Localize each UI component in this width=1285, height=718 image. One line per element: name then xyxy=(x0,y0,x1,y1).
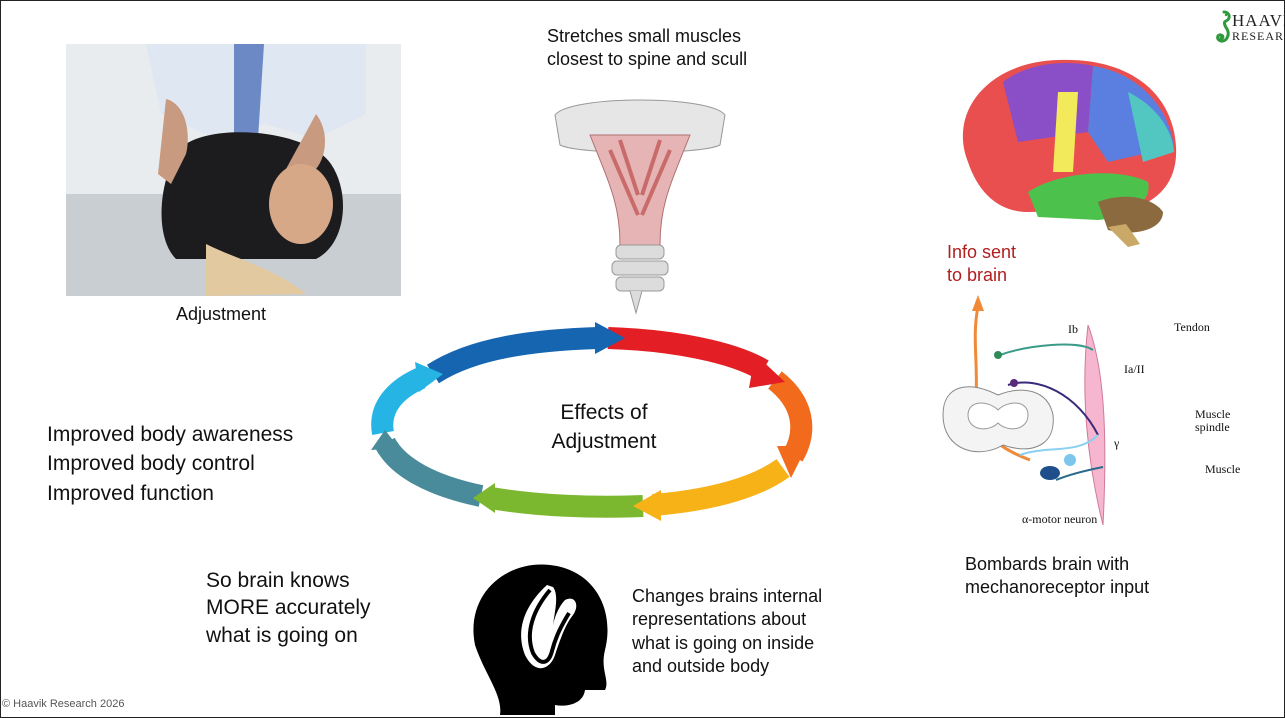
neural-reflex-diagram xyxy=(938,305,1128,545)
label-tendon: Tendon xyxy=(1174,320,1210,336)
cycle-center-label: Effects of Adjustment xyxy=(520,398,688,457)
cycle-arrow-red xyxy=(608,338,763,370)
caption-adjustment: Adjustment xyxy=(176,303,266,326)
caption-bombards: Bombards brain with mechanoreceptor inpu… xyxy=(965,553,1149,600)
cycle-arrowhead-red xyxy=(749,354,785,388)
label-alpha-motor-neuron: α-motor neuron xyxy=(1022,512,1097,528)
caption-info-sent: Info sent to brain xyxy=(947,241,1016,288)
logo: HAAVIK RESEARCH xyxy=(1212,8,1282,48)
cycle-arrow-cyan xyxy=(382,378,421,433)
adjustment-photo xyxy=(66,44,401,296)
label-ia-ii: Ia/II xyxy=(1124,362,1145,378)
label-ib: Ib xyxy=(1068,322,1078,338)
cycle-arrow-orange xyxy=(775,380,801,456)
logo-text-sub: RESEARCH xyxy=(1232,29,1285,45)
caption-so-brain: So brain knows MORE accurately what is g… xyxy=(206,567,371,649)
cycle-arrow-green xyxy=(491,498,643,507)
cycle-arrow-yellow xyxy=(653,468,783,505)
copyright-footer: © Haavik Research 2026 xyxy=(2,697,124,711)
caption-improved: Improved body awareness Improved body co… xyxy=(47,420,293,508)
brain-illustration xyxy=(948,52,1183,247)
neck-muscles-illustration xyxy=(550,95,730,315)
caption-changes: Changes brains internal representations … xyxy=(632,585,822,679)
head-silhouette-icon xyxy=(455,555,615,715)
cycle-arrow-teal xyxy=(385,443,481,496)
label-muscle: Muscle xyxy=(1205,462,1240,478)
label-gamma: γ xyxy=(1114,436,1119,452)
cycle-arrow-blue xyxy=(433,338,598,374)
label-muscle-spindle: Muscle spindle xyxy=(1195,408,1230,434)
caption-stretch: Stretches small muscles closest to spine… xyxy=(547,25,747,72)
seahorse-icon xyxy=(1212,10,1234,46)
